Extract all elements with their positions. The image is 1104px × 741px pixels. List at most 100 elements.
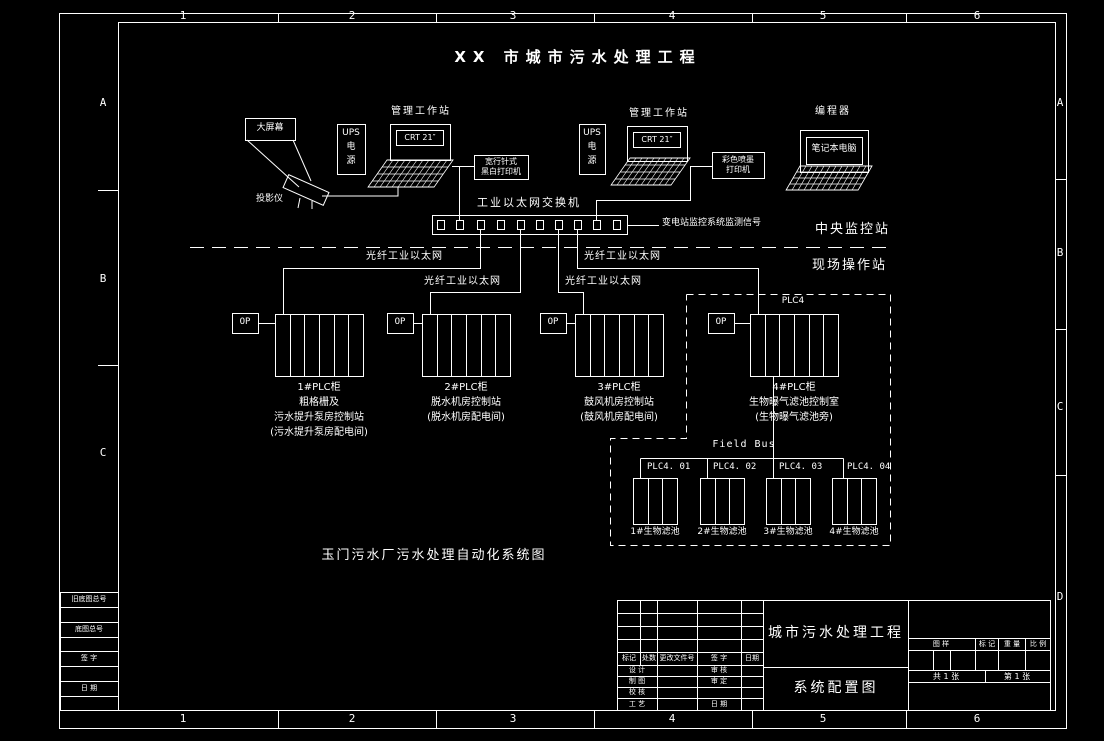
zone-ticks-left xyxy=(98,190,118,366)
zone-number: 5 xyxy=(819,712,827,725)
rev-header: 标记 xyxy=(622,654,636,662)
color-printer-line2: 打印机 xyxy=(726,165,750,174)
wire-ws2 xyxy=(596,166,712,220)
zone-number: 4 xyxy=(668,712,676,725)
laptop-screen xyxy=(800,130,869,173)
fiber-label-3: 光纤工业以太网 xyxy=(584,251,661,262)
cabinet4-label: 4#PLC柜 xyxy=(772,382,816,393)
zone-number: 6 xyxy=(973,712,981,725)
fiber-label-2: 光纤工业以太网 xyxy=(424,276,501,287)
plc-cabinet-3 xyxy=(575,314,664,377)
sign-cell: 工 艺 xyxy=(628,700,646,708)
ups2-line2: 电 xyxy=(587,142,597,152)
wire-plc3 xyxy=(558,229,584,314)
plc-cabinet-1 xyxy=(275,314,364,377)
cabinet1-label: 粗格栅及 xyxy=(299,397,339,408)
zone-number: 1 xyxy=(179,712,187,725)
keyboard-icon-1 xyxy=(367,159,454,188)
side-strip-lines xyxy=(60,592,119,711)
zone-number: 3 xyxy=(509,712,517,725)
cabinet3-label: 3#PLC柜 xyxy=(597,382,641,393)
zone-number: 5 xyxy=(819,9,827,22)
cabinet2-label: 脱水机房控制站 xyxy=(431,397,501,408)
wire-plc4 xyxy=(577,229,759,314)
bw-printer-box xyxy=(474,155,529,180)
fieldbus-node-tank: 1#生物滤池 xyxy=(630,527,680,537)
drawing-caption: 玉门污水厂污水处理自动化系统图 xyxy=(321,548,547,563)
fieldbus-node-plc: PLC4. 03 xyxy=(779,462,823,472)
fieldbus-node-plc: PLC4. 01 xyxy=(647,462,691,472)
ups1-line2: 电 xyxy=(346,142,356,152)
switch-label: 工业以太网交换机 xyxy=(477,196,581,209)
programmer-label: 编程器 xyxy=(815,106,851,117)
sign-cell: 日 期 xyxy=(710,700,728,708)
zone-number: 3 xyxy=(509,9,517,22)
switch-ports xyxy=(437,220,621,230)
zone-number: 2 xyxy=(348,9,356,22)
bw-printer-line2: 黑白打印机 xyxy=(481,167,521,176)
fiber-label-1: 光纤工业以太网 xyxy=(366,251,443,262)
crt-monitor-1 xyxy=(390,124,451,161)
ethernet-switch-box xyxy=(432,215,628,235)
op-panels xyxy=(232,313,751,334)
side-strip-label: 签 字 xyxy=(80,654,98,662)
field-bus-label: Field Bus xyxy=(712,439,776,450)
crt2-label: CRT 21″ xyxy=(641,135,673,144)
spec-header: 图 样 xyxy=(932,640,950,648)
crt1-label: CRT 21″ xyxy=(404,133,436,142)
rev-header: 日期 xyxy=(745,654,759,662)
zone-letter: A xyxy=(1056,96,1064,109)
fieldbus-node-plc: PLC4. 04 xyxy=(847,462,891,472)
field-station-label: 现场操作站 xyxy=(812,258,888,273)
sign-cell: 审 定 xyxy=(710,677,728,685)
plc-cabinet-4 xyxy=(750,314,839,377)
ups2-line3: 源 xyxy=(587,156,597,166)
color-printer-line1: 彩色喷墨 xyxy=(722,155,754,164)
cabinet2-label: (脱水机房配电间) xyxy=(427,412,505,423)
spec-header: 重 量 xyxy=(1003,640,1021,648)
sheet-count: 共 1 张 xyxy=(932,672,960,681)
side-strip-label: 底图总号 xyxy=(75,625,103,633)
side-strip-label: 旧底图总号 xyxy=(71,595,107,603)
color-printer-box xyxy=(712,152,765,179)
ups-box-1 xyxy=(337,124,366,175)
zone-number: 6 xyxy=(973,9,981,22)
field-bus-line xyxy=(640,458,844,479)
workstation2-label: 管理工作站 xyxy=(629,108,689,119)
keyboard-icon-2 xyxy=(610,157,691,186)
spec-header: 比 例 xyxy=(1029,640,1047,648)
projector-icon xyxy=(246,139,330,209)
plc4-dashed-enclosure xyxy=(610,294,891,546)
cabinet1-label: 污水提升泵房控制站 xyxy=(274,412,364,423)
op-label-2: OP xyxy=(394,317,406,327)
projector-label: 投影仪 xyxy=(256,194,284,204)
workstation1-label: 管理工作站 xyxy=(391,106,451,117)
crt-monitor-2 xyxy=(627,126,688,162)
op-label-1: OP xyxy=(239,317,251,327)
crt-screen-2 xyxy=(633,132,681,148)
cabinet3-label: (鼓风机房配电间) xyxy=(580,412,658,423)
zone-letter: C xyxy=(1056,400,1064,413)
rev-header: 更改文件号 xyxy=(659,654,695,662)
laptop-label: 笔记本电脑 xyxy=(811,144,857,154)
spec-header: 标 记 xyxy=(978,640,996,648)
laptop-screen-inner xyxy=(806,137,863,165)
cabinet1-label: (污水提升泵房配电间) xyxy=(270,427,368,438)
zone-number: 1 xyxy=(179,9,187,22)
zone-letter: B xyxy=(1056,246,1064,259)
substation-signal-label: 变电站监控系统监测信号 xyxy=(660,218,764,228)
ups1-line3: 源 xyxy=(346,156,356,166)
wire-plc2 xyxy=(430,229,521,314)
cabinet3-label: 鼓风机房控制站 xyxy=(584,397,654,408)
crt-screen-1 xyxy=(396,130,444,146)
zone-letter: D xyxy=(1056,590,1064,603)
zone-ticks-right xyxy=(1055,179,1066,476)
drawing-title: XX 市城市污水处理工程 xyxy=(454,48,702,66)
titleblock-drawing-name: 系统配置图 xyxy=(793,680,879,696)
titleblock-project: 城市污水处理工程 xyxy=(768,625,904,641)
sign-cell: 校 核 xyxy=(628,688,646,696)
sign-cell: 制 图 xyxy=(628,677,646,685)
central-station-label: 中央监控站 xyxy=(815,222,891,237)
sign-cell: 设 计 xyxy=(628,666,646,674)
